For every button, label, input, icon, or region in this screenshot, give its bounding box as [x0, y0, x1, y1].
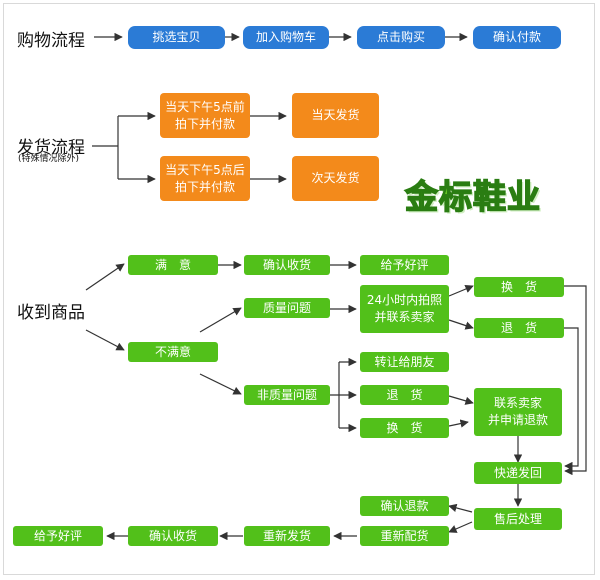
- arrow-receipt-to-satisfied: [85, 263, 125, 291]
- shopping-flow-title: 购物流程: [17, 31, 85, 51]
- return-node: 退 货: [474, 318, 564, 338]
- contact-refund-node: 联系卖家 并申请退款: [474, 388, 562, 436]
- next-day-shipping: 次天发货: [292, 156, 379, 201]
- quality-issue-node: 质量问题: [244, 298, 330, 318]
- step-click-buy: 点击购买: [357, 26, 445, 49]
- order-after-5pm: 当天下午5点后 拍下并付款: [160, 156, 250, 201]
- brand-logo: 金标鞋业: [404, 176, 541, 217]
- give-praise-node-2: 给予好评: [13, 526, 103, 546]
- order-before-5pm: 当天下午5点前 拍下并付款: [160, 93, 250, 138]
- confirm-receipt-node: 确认收货: [244, 255, 330, 275]
- shipping-flow-title: 发货流程: [17, 138, 85, 158]
- confirm-refund-node: 确认退款: [360, 496, 449, 516]
- loop-return-to-express: [564, 327, 579, 471]
- express-return-node: 快递发回: [474, 462, 562, 484]
- satisfied-node: 满 意: [128, 255, 218, 275]
- exchange-node: 换 货: [474, 277, 564, 297]
- diagram-frame: [3, 3, 595, 575]
- loop-exchange-to-express: [564, 285, 587, 476]
- step-select-item: 挑选宝贝: [128, 26, 225, 49]
- resend-node: 重新发货: [244, 526, 330, 546]
- step-confirm-payment: 确认付款: [473, 26, 561, 49]
- transfer-friend-node: 转让给朋友: [360, 352, 449, 372]
- exchange-node-2: 换 货: [360, 418, 449, 438]
- reship-node: 重新配货: [360, 526, 449, 546]
- give-praise-node: 给予好评: [360, 255, 449, 275]
- return-node-2: 退 货: [360, 385, 449, 405]
- unsatisfied-node: 不满意: [128, 342, 218, 362]
- non-quality-issue-node: 非质量问题: [244, 385, 330, 405]
- same-day-shipping: 当天发货: [292, 93, 379, 138]
- step-add-to-cart: 加入购物车: [243, 26, 329, 49]
- confirm-receipt-node-2: 确认收货: [128, 526, 218, 546]
- shipping-flow-subtitle: (特殊情况除外): [18, 154, 80, 164]
- arrow-receipt-to-unsatisfied: [85, 329, 125, 351]
- photo-contact-node: 24小时内拍照 并联系卖家: [360, 285, 449, 333]
- after-sales-node: 售后处理: [474, 508, 562, 530]
- receipt-flow-title: 收到商品: [17, 303, 85, 323]
